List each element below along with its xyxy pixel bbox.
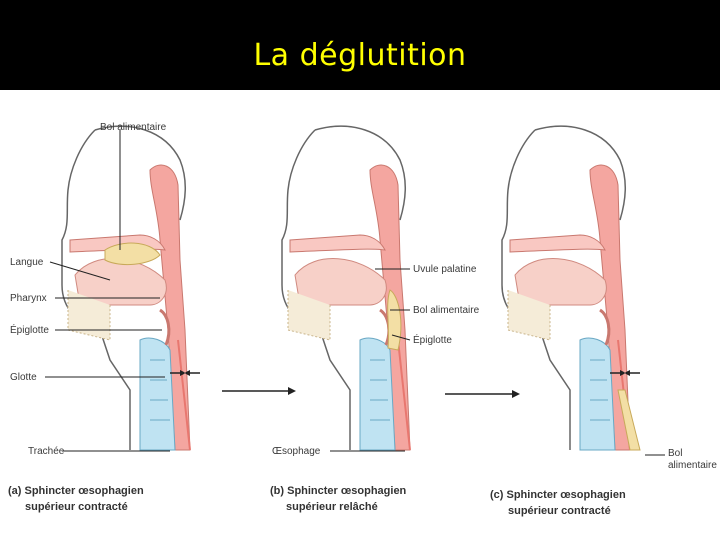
arrow-a-to-b: [222, 387, 296, 395]
panel-a: Bol alimentaire Langue Pharynx Épiglotte…: [10, 122, 200, 457]
label-epiglotte-a: Épiglotte: [10, 323, 49, 336]
caption-c-line1: (c) Sphincter œsophagien: [490, 489, 626, 501]
caption-a-line1: (a) Sphincter œsophagien: [8, 485, 144, 497]
label-uvule-palatine: Uvule palatine: [413, 264, 477, 275]
label-langue: Langue: [10, 257, 44, 268]
label-bol-c-line1: Bol: [668, 448, 682, 459]
slide-title: La déglutition: [0, 38, 720, 73]
label-oesophage: Œsophage: [272, 446, 321, 457]
caption-b-line2: supérieur relâché: [286, 501, 378, 513]
arrow-b-to-c: [445, 390, 520, 398]
label-trachee: Trachée: [28, 446, 65, 457]
label-epiglotte-b: Épiglotte: [413, 333, 452, 346]
title-bar: La déglutition: [0, 0, 720, 90]
label-bol-alimentaire-b: Bol alimentaire: [413, 305, 480, 316]
caption-c-line2: supérieur contracté: [508, 505, 611, 517]
figure-panel: Bol alimentaire Langue Pharynx Épiglotte…: [0, 90, 720, 540]
caption-a-line2: supérieur contracté: [25, 501, 128, 513]
label-pharynx: Pharynx: [10, 293, 47, 304]
label-glotte: Glotte: [10, 372, 37, 383]
caption-b-line1: (b) Sphincter œsophagien: [270, 485, 407, 497]
panel-c: [502, 126, 640, 450]
panel-b: [282, 126, 410, 450]
swallowing-diagram: Bol alimentaire Langue Pharynx Épiglotte…: [0, 90, 720, 540]
label-bol-alimentaire-a: Bol alimentaire: [100, 122, 167, 133]
label-bol-c-line2: alimentaire: [668, 460, 717, 471]
